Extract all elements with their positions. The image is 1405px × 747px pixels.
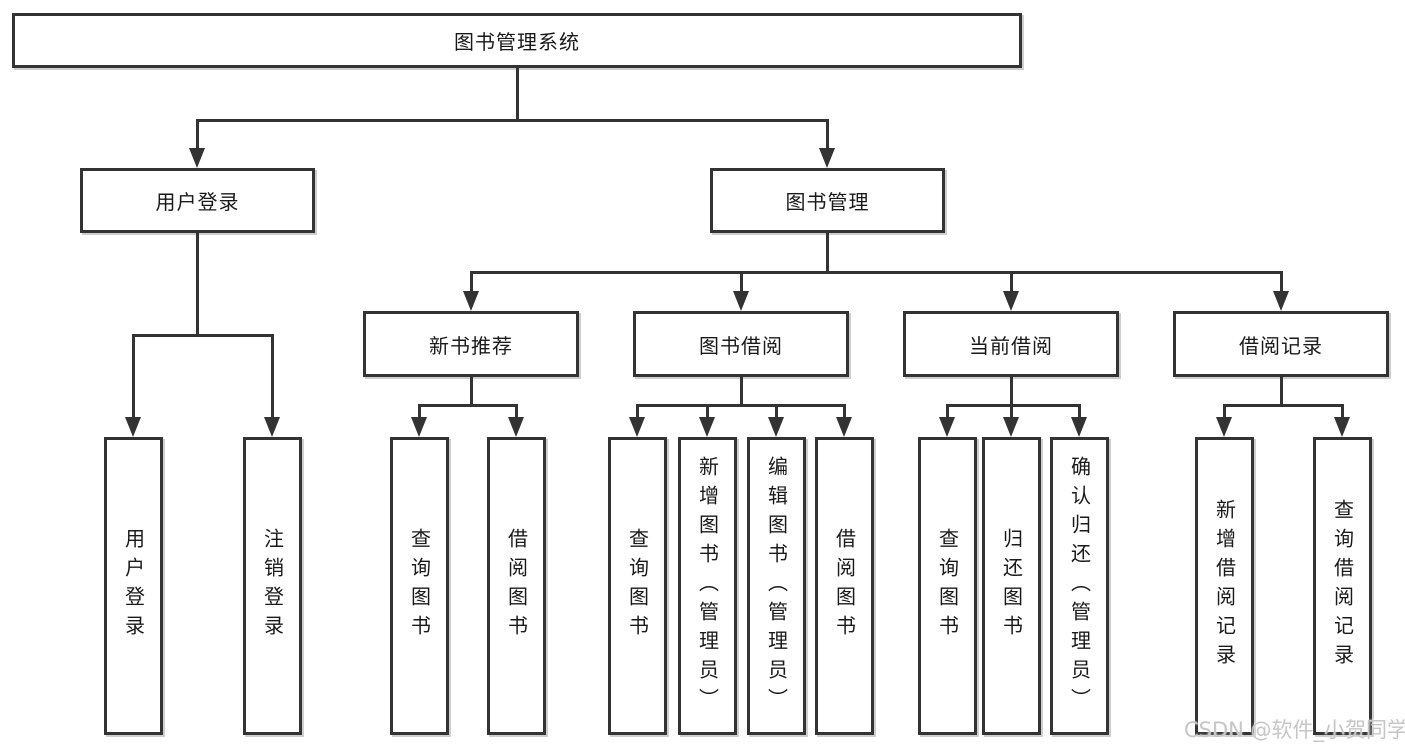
connector-line (635, 404, 846, 407)
leaf-user-login: 用户登录 (104, 437, 163, 735)
node-new-book-recommend-label: 新书推荐 (429, 333, 513, 358)
connector-line (1279, 271, 1283, 292)
arrowhead-down-icon (733, 291, 749, 311)
watermark: CSDN @软件_小贺同学 (1184, 718, 1405, 742)
node-user-login-label: 用户登录 (155, 190, 240, 214)
node-current-borrow: 当前借阅 (903, 311, 1119, 377)
arrowhead-down-icon (836, 417, 852, 437)
leaf-borrow-borrow-book-label: 借阅图书 (832, 528, 857, 644)
connector-line (705, 404, 709, 418)
leaf-borrow-edit-book: 编辑图书（管理员） (747, 437, 806, 735)
connector-line (195, 233, 199, 335)
arrowhead-down-icon (768, 417, 784, 437)
leaf-borrow-add-book: 新增图书（管理员） (678, 437, 737, 735)
leaf-records-add: 新增借阅记录 (1195, 437, 1254, 735)
arrowhead-down-icon (819, 148, 835, 168)
leaf-newbook-query: 查询图书 (390, 437, 449, 735)
leaf-newbook-borrow-label: 借阅图书 (504, 528, 529, 644)
leaf-borrow-query-label: 查询图书 (625, 528, 650, 644)
leaf-logout-label: 注销登录 (260, 528, 285, 644)
node-user-login: 用户登录 (80, 168, 315, 233)
connector-line (469, 271, 473, 292)
arrowhead-down-icon (463, 291, 479, 311)
connector-line (1009, 377, 1013, 406)
node-current-borrow-label: 当前借阅 (969, 333, 1053, 358)
connector-line (635, 404, 639, 418)
arrowhead-down-icon (1334, 417, 1350, 437)
leaf-records-query: 查询借阅记录 (1313, 437, 1372, 735)
connector-line (1077, 404, 1081, 418)
connector-line (739, 271, 743, 292)
connector-line (842, 404, 846, 418)
node-book-management: 图书管理 (710, 168, 945, 233)
arrowhead-down-icon (1003, 417, 1019, 437)
leaf-borrow-add-book-label: 新增图书（管理员） (695, 455, 720, 717)
arrowhead-down-icon (1273, 291, 1289, 311)
arrowhead-down-icon (508, 417, 524, 437)
connector-line (131, 334, 135, 418)
leaf-borrow-borrow-book: 借阅图书 (815, 437, 874, 735)
connector-line (1340, 404, 1344, 418)
connector-line (417, 404, 421, 418)
arrowhead-down-icon (125, 417, 141, 437)
arrowhead-down-icon (189, 148, 205, 168)
leaf-current-confirm-return-label: 确认归还（管理员） (1067, 455, 1092, 717)
leaf-borrow-edit-book-label: 编辑图书（管理员） (764, 455, 789, 717)
arrowhead-down-icon (699, 417, 715, 437)
leaf-current-return: 归还图书 (982, 437, 1041, 735)
node-book-management-label: 图书管理 (785, 190, 870, 214)
connector-line (945, 404, 1081, 407)
node-book-borrow-label: 图书借阅 (699, 333, 783, 358)
leaf-newbook-query-label: 查询图书 (407, 528, 432, 644)
connector-line (417, 404, 518, 407)
connector-line (195, 119, 829, 122)
node-root-label: 图书管理系统 (454, 30, 580, 54)
arrowhead-down-icon (939, 417, 955, 437)
leaf-current-return-label: 归还图书 (999, 528, 1024, 644)
leaf-current-query-label: 查询图书 (935, 528, 960, 644)
node-borrow-records-label: 借阅记录 (1239, 333, 1323, 358)
arrowhead-down-icon (1216, 417, 1232, 437)
node-borrow-records: 借阅记录 (1173, 311, 1389, 377)
leaf-logout: 注销登录 (243, 437, 302, 735)
connector-line (1009, 271, 1013, 292)
connector-line (469, 271, 1283, 274)
connector-line (1222, 404, 1344, 407)
leaf-records-query-label: 查询借阅记录 (1330, 499, 1355, 673)
arrowhead-down-icon (1003, 291, 1019, 311)
connector-line (774, 404, 778, 418)
connector-line (270, 334, 274, 418)
connector-line (739, 377, 743, 406)
connector-line (515, 68, 519, 120)
node-root: 图书管理系统 (12, 13, 1022, 68)
leaf-borrow-query: 查询图书 (608, 437, 667, 735)
node-book-borrow: 图书借阅 (633, 311, 849, 377)
connector-line (825, 233, 829, 273)
leaf-records-add-label: 新增借阅记录 (1212, 499, 1237, 673)
connector-line (1222, 404, 1226, 418)
arrowhead-down-icon (629, 417, 645, 437)
node-new-book-recommend: 新书推荐 (363, 311, 579, 377)
leaf-user-login-label: 用户登录 (121, 528, 146, 644)
leaf-current-query: 查询图书 (918, 437, 977, 735)
connector-line (131, 334, 274, 337)
arrowhead-down-icon (1071, 417, 1087, 437)
connector-line (945, 404, 949, 418)
connector-line (514, 404, 518, 418)
leaf-current-confirm-return: 确认归还（管理员） (1050, 437, 1109, 735)
connector-line (469, 377, 473, 406)
connector-line (1009, 404, 1013, 418)
arrowhead-down-icon (264, 417, 280, 437)
leaf-newbook-borrow: 借阅图书 (487, 437, 546, 735)
arrowhead-down-icon (411, 417, 427, 437)
connector-line (195, 119, 199, 149)
connector-line (1279, 377, 1283, 406)
connector-line (825, 119, 829, 149)
